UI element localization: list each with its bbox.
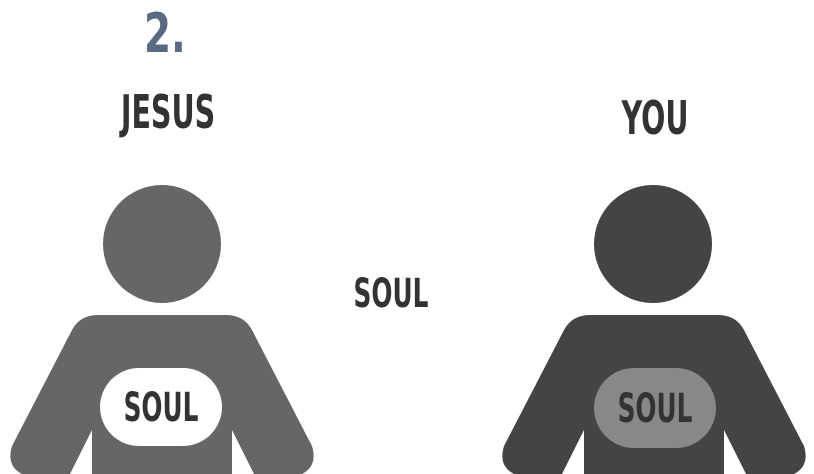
jesus-figure: SOUL xyxy=(10,185,314,474)
slide-number: 2. xyxy=(144,2,186,65)
you-figure: SOUL xyxy=(502,185,806,474)
jesus-head xyxy=(103,185,221,303)
you-soul-text: SOUL xyxy=(618,385,693,432)
you-label: YOU xyxy=(621,91,689,145)
jesus-soul-box xyxy=(100,368,222,446)
you-head xyxy=(594,185,712,303)
jesus-soul-text: SOUL xyxy=(124,384,199,431)
middle-soul-label: SOUL xyxy=(353,271,429,317)
jesus-label: JESUS xyxy=(120,85,216,139)
you-soul-box xyxy=(594,368,716,448)
